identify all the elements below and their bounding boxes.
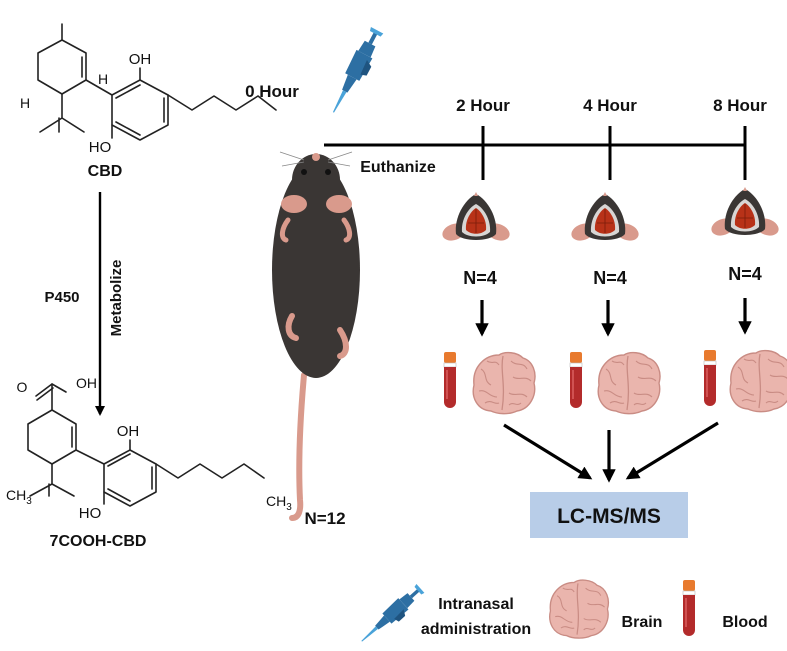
sample-arrows — [475, 298, 752, 337]
enzyme-label: P450 — [44, 289, 79, 306]
blood-tube-icon — [682, 579, 696, 637]
cooh-cbd-structure — [27, 383, 265, 507]
mouse-head-icon — [439, 191, 513, 245]
brain-icon — [549, 579, 610, 639]
analysis-box — [530, 492, 688, 538]
metab-ho-label: HO — [79, 505, 102, 522]
cbd-oh-label: OH — [129, 51, 152, 68]
legend-blood-label: Blood — [722, 614, 767, 631]
timepoint-label: 2 Hour — [456, 96, 510, 115]
cbd-ho-label: HO — [89, 139, 112, 156]
brain-icon — [729, 349, 787, 413]
legend-intranasal-line2: administration — [421, 621, 531, 638]
metabolize-label: Metabolize — [108, 260, 125, 337]
mouse-head-icon — [708, 186, 782, 240]
pentyl-ch3-label: CH3 — [266, 493, 292, 513]
legend-brain-label: Brain — [622, 614, 663, 631]
timepoint-label: 8 Hour — [713, 96, 767, 115]
total-n-label: N=12 — [304, 509, 345, 528]
mouse-icon — [272, 151, 360, 521]
analysis-arrows — [503, 421, 719, 483]
metab-oh-label: OH — [117, 423, 140, 440]
cbd-structure — [37, 23, 277, 141]
blood-tube-icon — [703, 349, 717, 407]
metabolite-name: 7COOH-CBD — [50, 533, 147, 550]
start-time-label: 0 Hour — [245, 82, 299, 101]
cbd-name: CBD — [88, 163, 123, 180]
cooh-o-label: O — [17, 379, 28, 395]
group-n-label: N=4 — [463, 268, 497, 288]
pipette-icon — [325, 26, 388, 119]
cbd-h-label-1: H — [98, 71, 108, 87]
cbd-h-label-2: H — [20, 95, 30, 111]
blood-tube-icon — [443, 351, 457, 409]
pipette-icon — [356, 582, 428, 649]
group-n-label: N=4 — [593, 268, 627, 288]
brain-icon — [472, 351, 536, 415]
legend-intranasal-line1: Intranasal — [438, 596, 514, 613]
euthanize-label: Euthanize — [360, 159, 436, 176]
timeline — [324, 126, 747, 180]
brain-icon — [597, 351, 661, 415]
group-n-label: N=4 — [728, 264, 762, 284]
analysis-label: LC-MS/MS — [557, 505, 661, 528]
timepoint-label: 4 Hour — [583, 96, 637, 115]
mouse-head-icon — [568, 191, 642, 245]
metab-ch3-label: CH3 — [6, 487, 32, 507]
blood-tube-icon — [569, 351, 583, 409]
cooh-oh-label: OH — [76, 375, 97, 391]
